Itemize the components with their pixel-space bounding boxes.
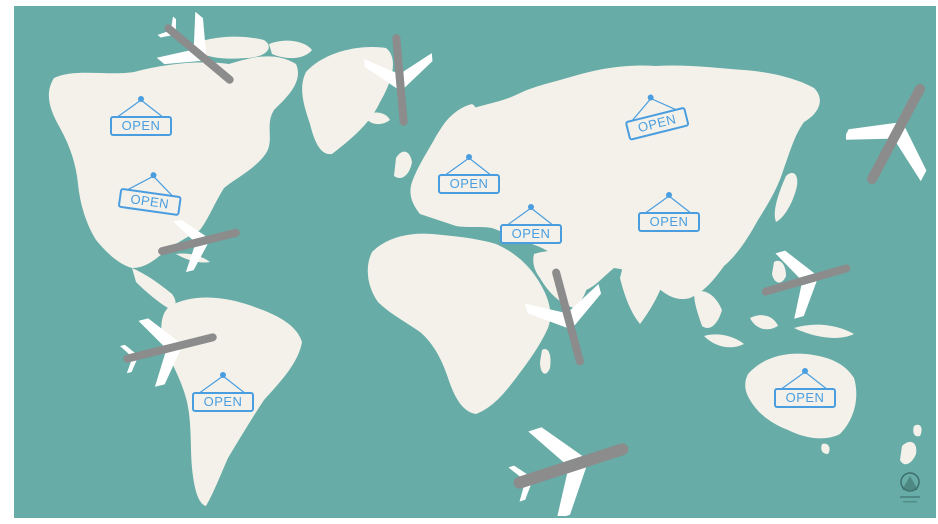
sign-strings — [197, 375, 247, 394]
sign-strings — [115, 99, 165, 118]
sign-pin — [466, 154, 472, 160]
open-sign-label: OPEN — [500, 224, 562, 244]
open-sign-canada: OPEN — [106, 96, 176, 138]
open-sign-label: OPEN — [110, 116, 172, 136]
airplane-icon — [508, 427, 629, 516]
sign-strings — [125, 175, 175, 198]
airplane-icon — [525, 268, 602, 366]
watermark-logo-icon — [900, 472, 920, 503]
sign-pin — [528, 204, 534, 210]
open-sign-europe: OPEN — [434, 154, 504, 196]
open-sign-russia: OPEN — [616, 86, 694, 144]
uk-landmass — [394, 151, 412, 179]
open-sign-label: OPEN — [774, 388, 836, 408]
open-sign-south-america: OPEN — [188, 372, 258, 414]
central-america-landmass — [132, 268, 176, 308]
sign-pin — [666, 192, 672, 198]
open-sign-united-states: OPEN — [113, 167, 188, 218]
airplane-icon — [156, 12, 234, 84]
arctic-islands — [189, 36, 269, 59]
scandinavia-landmass — [434, 104, 478, 170]
airplane-icon — [120, 318, 217, 387]
open-sign-middle-east: OPEN — [496, 204, 566, 246]
open-sign-label: OPEN — [638, 212, 700, 232]
open-sign-label: OPEN — [192, 392, 254, 412]
airplane-icon — [846, 83, 927, 185]
world-map-landmasses — [48, 36, 922, 506]
eurasia-landmass — [410, 65, 820, 300]
sign-strings — [643, 195, 693, 214]
airplane-icon — [158, 219, 240, 272]
airplane-icon — [761, 250, 851, 319]
sign-pin — [138, 96, 144, 102]
sign-pin — [802, 368, 808, 374]
japan-landmass — [774, 172, 798, 222]
greenland-landmass — [302, 47, 393, 155]
africa-landmass — [367, 233, 551, 414]
north-america-landmass — [48, 56, 298, 268]
sign-strings — [505, 207, 555, 226]
sign-pin — [220, 372, 226, 378]
open-sign-china: OPEN — [634, 192, 704, 234]
open-sign-australia: OPEN — [770, 368, 840, 410]
india-landmass — [620, 260, 666, 324]
world-map: OPEN OPEN OPEN OPEN OPEN OPEN OPEN OPEN — [14, 6, 936, 518]
sign-strings — [779, 371, 829, 390]
open-sign-label: OPEN — [438, 174, 500, 194]
sign-strings — [443, 157, 493, 176]
airplane-icon — [364, 34, 433, 126]
